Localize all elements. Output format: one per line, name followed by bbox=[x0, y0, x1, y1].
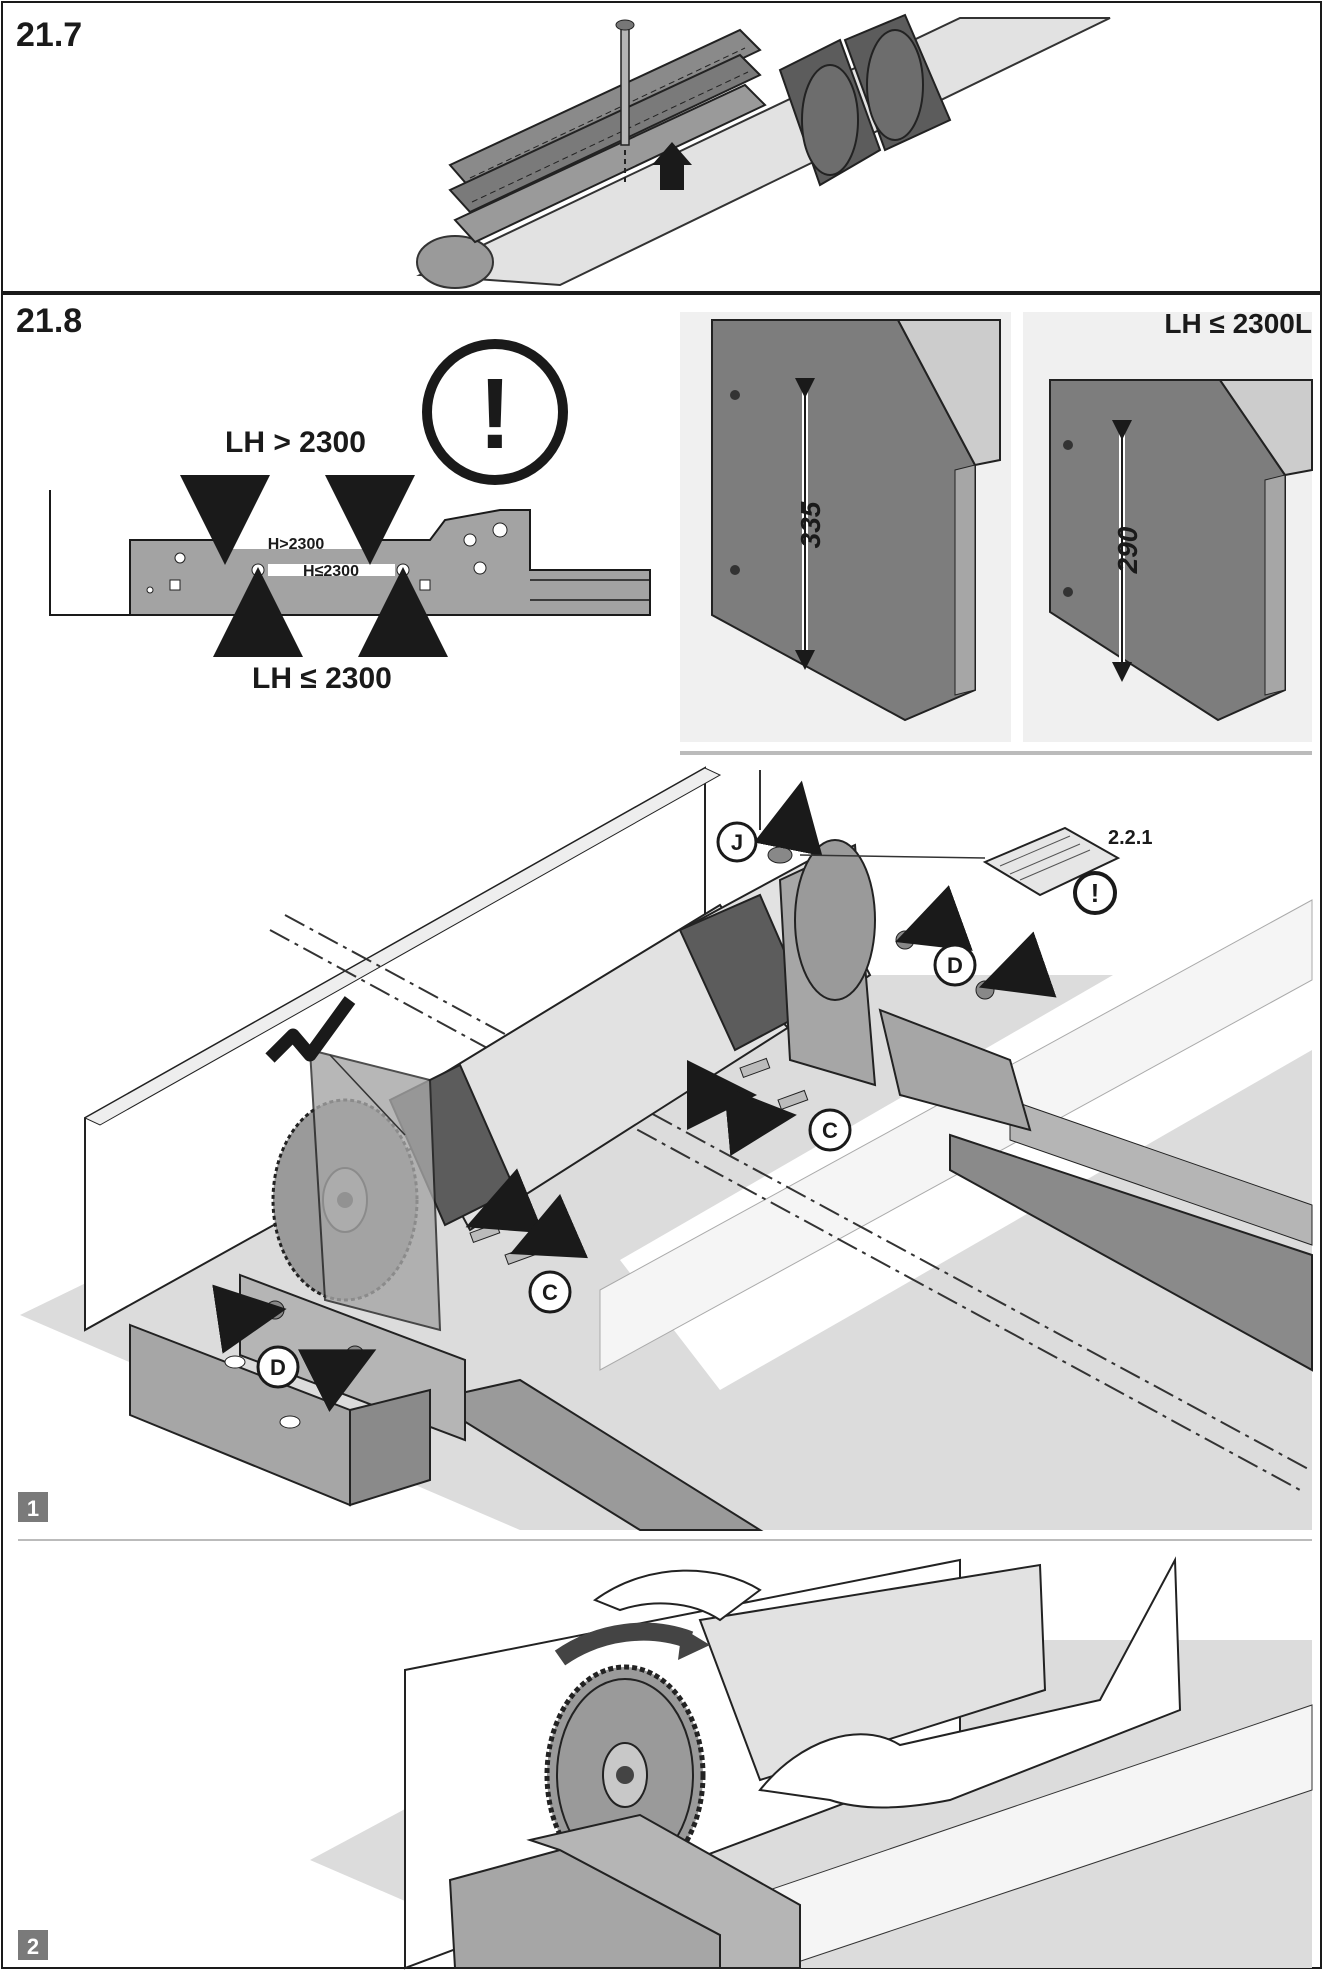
warning-icon bbox=[422, 339, 568, 485]
callout-c-circle bbox=[808, 1108, 852, 1152]
shaft bbox=[698, 1563, 1047, 1782]
side-plate-short bbox=[1049, 379, 1313, 722]
side-plate-tall bbox=[711, 319, 1001, 722]
step-badge-1-box bbox=[18, 1492, 48, 1522]
dimension-panel bbox=[680, 312, 1313, 755]
callout-d-circle bbox=[256, 1345, 300, 1389]
shaft-clip-illustration bbox=[416, 13, 1111, 289]
dimension-290: 290 bbox=[1112, 526, 1143, 574]
rubber-ring bbox=[778, 38, 882, 187]
callout-j: J bbox=[731, 830, 743, 855]
section-21-7-frame bbox=[1, 1, 1322, 293]
dimension-header: LH ≤ 2300L bbox=[1164, 308, 1312, 339]
label-lh-greater: LH > 2300 bbox=[225, 426, 366, 459]
callout-d: D bbox=[270, 1355, 286, 1380]
callout-c: C bbox=[542, 1280, 558, 1305]
manual-warning-icon bbox=[1073, 871, 1117, 915]
label-h-range-lower: H≤2300 bbox=[303, 563, 359, 580]
manual-warning-glyph: ! bbox=[1091, 878, 1100, 908]
rubber-ring bbox=[843, 13, 952, 152]
rail bbox=[427, 1099, 1313, 1531]
manual-reference: 2.2.1 bbox=[1108, 827, 1152, 849]
callout-d-circle bbox=[933, 943, 977, 987]
step-badge-2-box bbox=[18, 1930, 48, 1960]
checkmark-icon bbox=[265, 996, 356, 1063]
warning-icon-glyph: ! bbox=[478, 358, 511, 470]
manual-booklet bbox=[982, 826, 1121, 897]
motor-plate bbox=[778, 839, 1032, 1132]
callout-c: C bbox=[822, 1118, 838, 1143]
hand bbox=[592, 1556, 1182, 1809]
dimension-335: 335 bbox=[795, 501, 826, 548]
callout-j-circle bbox=[716, 821, 758, 863]
rotate-arrow bbox=[554, 1622, 694, 1666]
screw bbox=[615, 19, 635, 185]
lower-bracket bbox=[448, 1813, 801, 1969]
label-lh-less-equal: LH ≤ 2300 bbox=[252, 662, 392, 695]
section-number-21-7: 21.7 bbox=[16, 16, 83, 54]
section-number-21-8: 21.8 bbox=[16, 302, 83, 340]
callout-d: D bbox=[947, 953, 963, 978]
callout-c-circle bbox=[528, 1270, 572, 1314]
step-badge-1: 1 bbox=[27, 1496, 39, 1521]
step-badge-2: 2 bbox=[27, 1934, 39, 1959]
bracket-hole-diagram bbox=[49, 475, 651, 657]
push-arrows bbox=[212, 780, 1057, 1412]
insert-arrow bbox=[652, 142, 692, 190]
assembly-step-2 bbox=[18, 1556, 1313, 1970]
label-h-range-upper: H>2300 bbox=[268, 536, 325, 553]
clip-plate bbox=[448, 28, 767, 244]
assembly-step-1 bbox=[18, 751, 1313, 1531]
